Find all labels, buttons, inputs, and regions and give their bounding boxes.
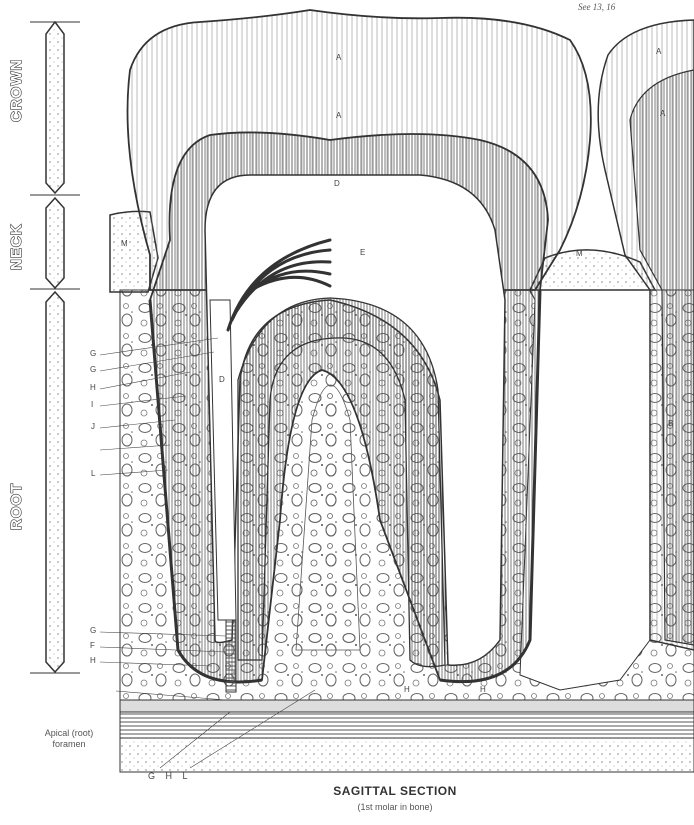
lower-label: H — [90, 657, 96, 665]
lower-label: G — [90, 627, 96, 635]
label-dentin-crown: D — [334, 180, 340, 188]
floor-bands — [120, 700, 694, 772]
label-adjacent-dentin: B — [668, 420, 673, 428]
label-enamel-mid: A — [336, 112, 341, 120]
label-adjacent-enamel-a: A — [656, 48, 661, 56]
adjacent-tooth — [598, 20, 694, 650]
label-gingiva-left: M — [121, 240, 128, 248]
side-label: H — [90, 384, 96, 392]
side-label: G — [90, 350, 96, 358]
vertical-label-root: ROOT — [8, 483, 25, 530]
reference-note: See 13, 16 — [578, 2, 615, 12]
side-label: J — [91, 423, 95, 431]
bottom-letters: G H L — [148, 772, 192, 781]
vertical-label-neck: NECK — [8, 223, 25, 270]
label-adjacent-enamel-b: A — [660, 110, 665, 118]
apical-vessel — [226, 620, 236, 692]
label-pulp-cavity: E — [360, 249, 365, 257]
side-label: I — [91, 401, 93, 409]
apical-foramen-label: Apical (root) foramen — [40, 728, 98, 750]
label-pulp-root: D — [219, 376, 225, 384]
lower-label: F — [90, 642, 95, 650]
side-label: G — [90, 366, 96, 374]
caption-title: SAGITTAL SECTION — [230, 784, 560, 798]
vertical-label-crown: CROWN — [8, 59, 25, 122]
label-gingiva-right: M — [576, 250, 583, 258]
label-enamel-top: A — [336, 54, 341, 62]
side-label: L — [91, 470, 95, 478]
region-band — [30, 22, 80, 673]
floor-label: H — [480, 686, 486, 694]
floor-label: H — [404, 686, 410, 694]
caption-subtitle: (1st molar in bone) — [230, 802, 560, 812]
